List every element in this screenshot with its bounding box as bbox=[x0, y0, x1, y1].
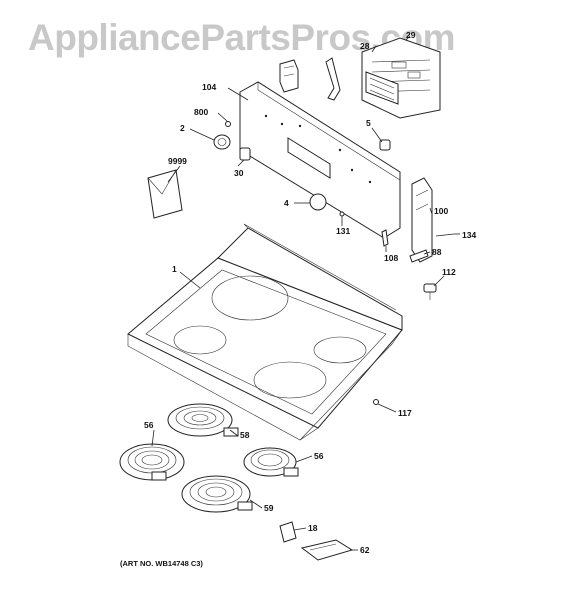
callout-28: 28 bbox=[360, 41, 370, 51]
callout-29: 29 bbox=[406, 30, 416, 40]
callout-134: 134 bbox=[462, 230, 476, 240]
bracket-62-part[interactable] bbox=[300, 539, 354, 561]
sensor-112[interactable] bbox=[423, 283, 437, 300]
small-knob-part[interactable] bbox=[379, 139, 391, 151]
knob-part[interactable] bbox=[213, 134, 231, 150]
callout-2: 2 bbox=[180, 123, 185, 133]
clip-part[interactable] bbox=[225, 121, 231, 127]
switch-part[interactable] bbox=[239, 147, 251, 161]
element-56-left[interactable] bbox=[119, 443, 185, 481]
side-trim-part[interactable] bbox=[411, 177, 433, 263]
screw-131[interactable] bbox=[339, 211, 345, 217]
callout-104: 104 bbox=[202, 82, 216, 92]
callout-1: 1 bbox=[172, 264, 177, 274]
screw-117[interactable] bbox=[373, 399, 379, 405]
terminal-block-part[interactable] bbox=[279, 521, 297, 543]
literature-part[interactable] bbox=[147, 169, 183, 219]
callout-56-left: 56 bbox=[144, 420, 154, 430]
callout-9999: 9999 bbox=[168, 156, 187, 166]
callout-62: 62 bbox=[360, 545, 370, 555]
callout-18: 18 bbox=[308, 523, 318, 533]
keypad-overlay-part[interactable] bbox=[365, 71, 399, 105]
callout-58: 58 bbox=[240, 430, 250, 440]
bracket-part[interactable] bbox=[279, 59, 299, 93]
callout-117: 117 bbox=[398, 408, 412, 418]
element-59[interactable] bbox=[181, 475, 253, 513]
callout-4: 4 bbox=[284, 198, 289, 208]
callout-108: 108 bbox=[384, 253, 398, 263]
clip-108[interactable] bbox=[381, 229, 389, 247]
callout-30: 30 bbox=[234, 168, 244, 178]
callout-800: 800 bbox=[194, 107, 208, 117]
art-number-label: (ART NO. WB14748 C3) bbox=[120, 559, 203, 568]
callout-5: 5 bbox=[366, 118, 371, 128]
element-58[interactable] bbox=[167, 403, 239, 437]
callout-56-right: 56 bbox=[314, 451, 324, 461]
callout-88: 88 bbox=[432, 247, 442, 257]
callout-112: 112 bbox=[442, 267, 456, 277]
screw-134[interactable] bbox=[435, 233, 455, 237]
bracket-88[interactable] bbox=[409, 249, 429, 263]
callout-131: 131 bbox=[336, 226, 350, 236]
element-56-right[interactable] bbox=[243, 447, 299, 477]
end-cap-part[interactable] bbox=[325, 57, 341, 101]
cooktop-part[interactable] bbox=[127, 223, 403, 441]
large-knob-part[interactable] bbox=[309, 193, 327, 211]
callout-59: 59 bbox=[264, 503, 274, 513]
backsplash-panel[interactable] bbox=[239, 81, 401, 239]
callout-100: 100 bbox=[434, 206, 448, 216]
leader-lines bbox=[151, 35, 460, 551]
